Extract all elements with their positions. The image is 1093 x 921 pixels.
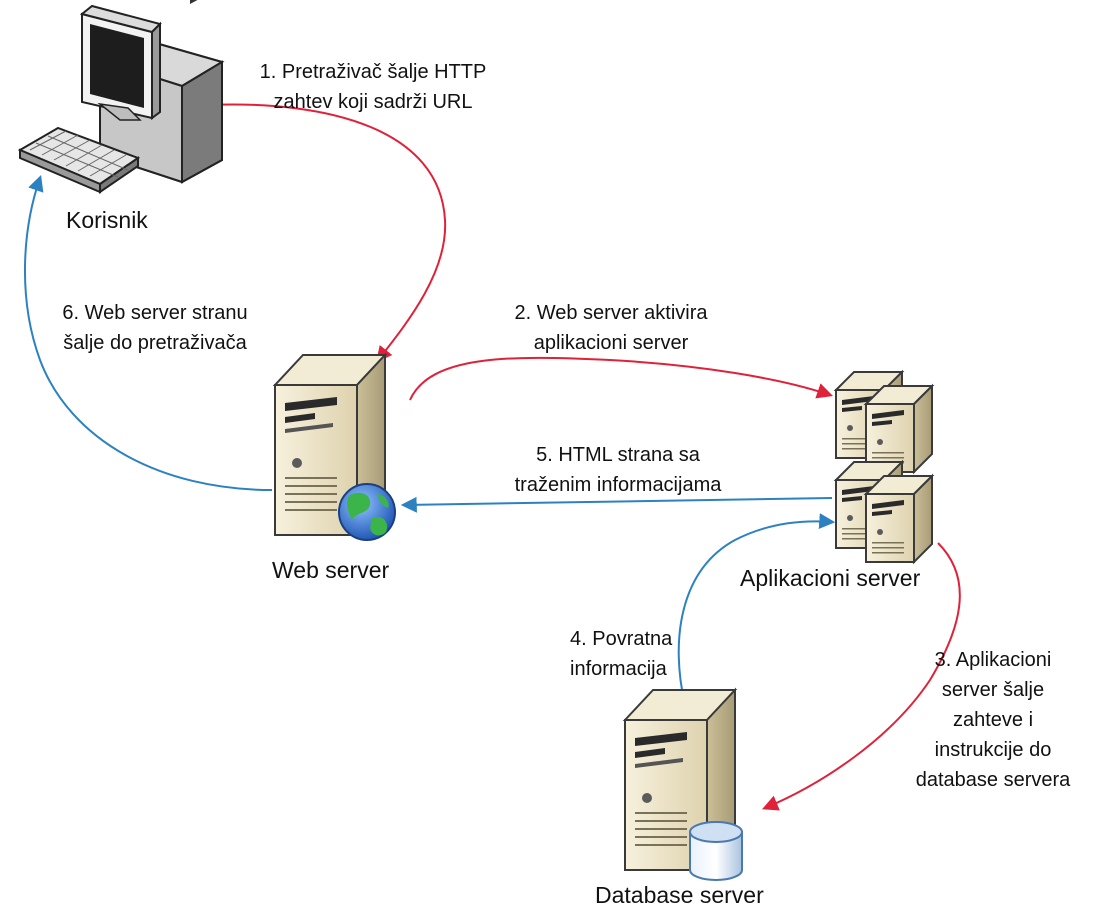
step-3-line-5: database servera — [915, 769, 1071, 791]
step-2-line-2: aplikacioni server — [533, 332, 689, 354]
step-3-line-2: server šalje — [941, 679, 1045, 701]
step-1-label: 1. Pretraživač šalje HTTP zahtev koji sa… — [238, 57, 508, 117]
step-4-line-2: informacija — [570, 658, 667, 680]
arrow-step-4 — [677, 513, 836, 706]
node-label-app-server: Aplikacioni server — [740, 565, 921, 591]
globe-icon — [338, 483, 396, 541]
node-label-korisnik: Korisnik — [66, 207, 148, 233]
computer-icon — [17, 0, 225, 194]
database-cylinder-icon — [689, 821, 743, 881]
arrow-step-2 — [409, 356, 834, 401]
application-server-icon — [835, 371, 933, 563]
step-4-label: 4. Povratna informacija — [570, 624, 672, 684]
step-4-line-1: 4. Povratna — [570, 628, 673, 650]
step-1-line-2: zahtev koji sadrži URL — [273, 91, 473, 113]
arrow-step-3 — [762, 542, 961, 811]
node-label-web-server: Web server — [272, 557, 390, 583]
step-3-line-3: zahteve i — [952, 709, 1034, 731]
step-6-label: 6. Web server stranu šalje do pretraživa… — [30, 298, 280, 358]
step-6-line-1: 6. Web server stranu — [62, 302, 248, 324]
step-3-line-1: 3. Aplikacioni — [934, 649, 1052, 671]
arrow-step-1 — [206, 103, 447, 363]
arrow-step-5 — [400, 496, 833, 513]
step-5-line-1: 5. HTML strana sa — [536, 444, 700, 466]
step-3-line-4: instrukcije do — [934, 739, 1052, 761]
step-2-line-1: 2. Web server aktivira — [514, 302, 708, 324]
step-3-label: 3. Aplikacioni server šalje zahteve i in… — [898, 645, 1088, 795]
step-5-label: 5. HTML strana sa traženim informacijama — [478, 440, 758, 500]
step-6-line-2: šalje do pretraživača — [63, 332, 247, 354]
node-label-db-server: Database server — [595, 882, 764, 908]
step-1-line-1: 1. Pretraživač šalje HTTP — [259, 61, 487, 83]
step-5-line-2: traženim informacijama — [514, 474, 722, 496]
step-2-label: 2. Web server aktivira aplikacioni serve… — [486, 298, 736, 358]
arrow-step-6 — [24, 174, 273, 491]
